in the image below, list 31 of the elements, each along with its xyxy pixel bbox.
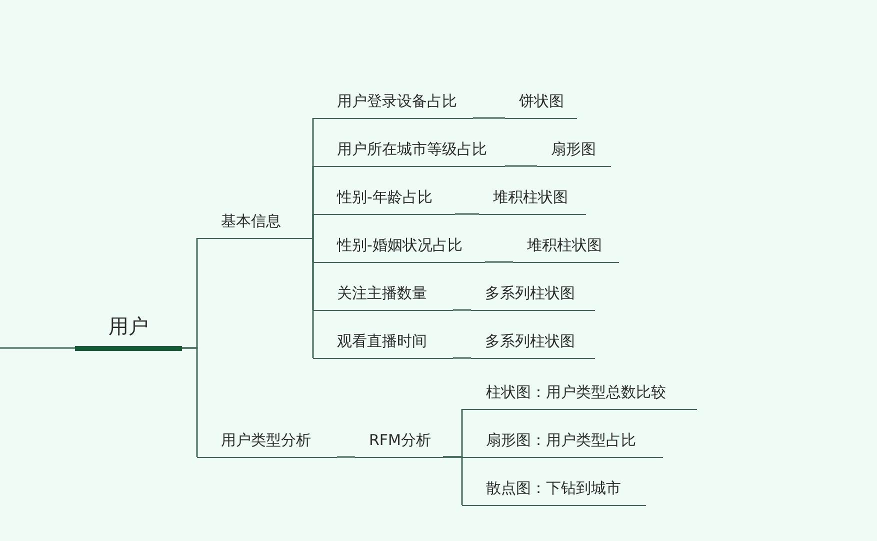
connector-line xyxy=(337,456,356,458)
topic-node: 扇形图 xyxy=(537,132,611,167)
topic-node: RFM分析 xyxy=(355,424,443,458)
topic-node: 堆积柱状图 xyxy=(479,180,586,215)
topic-node: 基本信息 xyxy=(197,204,313,239)
topic-node: 关注主播数量 xyxy=(313,276,453,311)
topic-node: 用户登录设备占比 xyxy=(313,84,473,119)
topic-node: 性别-婚姻状况占比 xyxy=(313,228,485,263)
connector-line xyxy=(312,214,314,239)
connector-line xyxy=(443,456,463,505)
topic-node: 用户所在城市等级占比 xyxy=(313,132,505,167)
topic-node: 用户类型分析 xyxy=(197,424,337,458)
topic-node: 散点图：下钻到城市 xyxy=(462,472,646,506)
topic-node: 多系列柱状图 xyxy=(471,276,595,311)
connector-line xyxy=(473,117,506,119)
connector-line xyxy=(505,165,538,167)
connector-line xyxy=(312,237,314,358)
topic-node: 观看直播时间 xyxy=(313,324,453,359)
root-topic: 用户 xyxy=(75,306,182,350)
topic-node: 性别-年龄占比 xyxy=(313,180,455,215)
topic-node: 饼状图 xyxy=(505,84,577,119)
connector-line xyxy=(455,213,480,215)
topic-node: 多系列柱状图 xyxy=(471,324,595,359)
topic-node: 柱状图：用户类型总数比较 xyxy=(462,376,697,410)
connector-line xyxy=(182,347,198,457)
connector-line xyxy=(485,261,514,263)
connector-line xyxy=(453,357,472,359)
topic-node: 堆积柱状图 xyxy=(513,228,619,263)
connector-line xyxy=(0,347,75,349)
connector-line xyxy=(453,309,472,311)
topic-node: 扇形图：用户类型占比 xyxy=(462,424,663,458)
